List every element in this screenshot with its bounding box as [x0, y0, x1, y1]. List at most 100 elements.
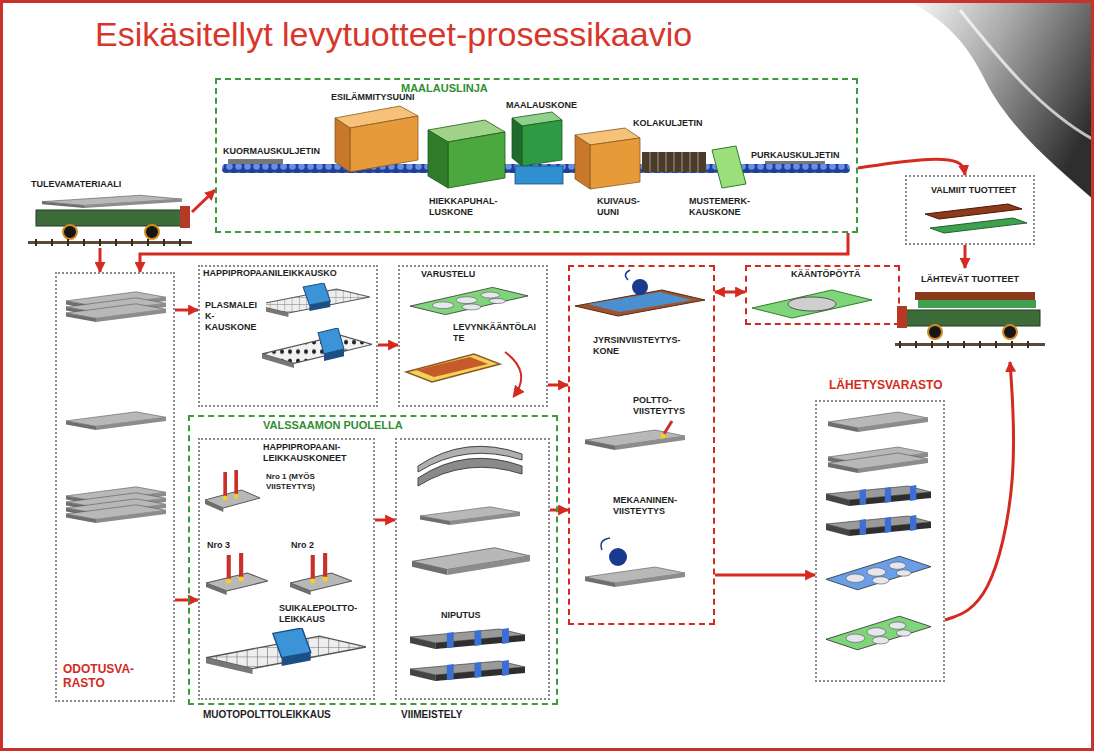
shipping-items — [826, 485, 931, 506]
stage-label: LÄHTEVÄT TUOTTEET — [920, 274, 1020, 285]
blasting-machine — [428, 130, 448, 188]
milling-machine — [632, 279, 648, 295]
rolling-mill-area: VALSSAAMON PUOLELLA HAPPIPROPAANI- LEIKKA… — [188, 415, 558, 705]
flow-arrow — [964, 245, 967, 268]
product-plates — [925, 204, 1027, 233]
bent-plate — [418, 458, 522, 486]
plate-turner — [416, 357, 488, 377]
train-wagon — [915, 292, 1035, 300]
flow-arrow — [715, 291, 745, 294]
flow-arrow — [945, 362, 1014, 620]
milling-machine — [609, 548, 627, 566]
outfitting-area: VARUSTELULEVYNKÄÄNTÖLAI TE — [398, 265, 548, 407]
shipping-items — [828, 453, 928, 473]
torch-machine — [290, 553, 352, 595]
shipping-items — [826, 556, 931, 590]
train-wagon — [36, 210, 186, 226]
train-wagon — [1003, 325, 1017, 339]
stage-label: PURKAUSKULJETIN — [750, 150, 841, 161]
plate-stack — [66, 292, 166, 523]
milling-machine — [575, 270, 705, 587]
plate-turner — [406, 354, 500, 382]
painting-machine — [512, 118, 522, 166]
painting-machine — [522, 120, 562, 166]
stage-label: VALSSAAMON PUOLELLA — [262, 419, 404, 432]
milling-machine — [625, 270, 630, 280]
painting-line-area: MAALAUSLINJAKUORMAUSKULJETINESILÄMMITYSU… — [215, 78, 858, 233]
shipping-storage: LÄHETYSVARASTO — [815, 400, 945, 682]
stage-label: ODOTUSVA- RASTO — [62, 662, 146, 691]
plate-turner — [505, 352, 521, 396]
stage-label: Nro 3 — [206, 540, 231, 551]
stage-label: JYRSINVIISTEYTYS- KONE — [592, 335, 699, 357]
train-wagon — [145, 225, 159, 239]
preheat-oven — [335, 106, 418, 172]
stage-label: KUORMAUSKULJETIN — [222, 146, 321, 157]
corner-swirl — [905, 0, 1094, 200]
corner-swirl — [905, 0, 1094, 200]
train-wagon — [28, 195, 192, 246]
stage-label: NIPUTUS — [440, 610, 482, 621]
painting-machine — [512, 112, 563, 184]
outgoing-train: LÄHTEVÄT TUOTTEET — [895, 268, 1045, 362]
product-plates — [925, 204, 1022, 219]
train-wagon — [895, 343, 1045, 346]
area-heading: MUOTOPOLTTOLEIKKAUS — [202, 709, 332, 721]
plate-bundle — [420, 507, 520, 525]
plate-bundle — [410, 660, 525, 681]
slide-title: Esikäsitellyt levytuotteet-prosessikaavi… — [95, 14, 692, 55]
flow-arrow — [548, 384, 568, 387]
cutting-machine — [255, 283, 372, 368]
stage-label: KOLAKULJETIN — [632, 118, 704, 129]
flow-arrow — [192, 190, 215, 212]
blasting-machine — [428, 120, 505, 188]
milling-machine — [601, 538, 610, 550]
torch-machine — [206, 553, 268, 595]
incoming-train: TULEVAMATERIAALI — [28, 176, 192, 248]
stage-label: SUIKALEPOLTTO- LEIKKAUS — [278, 603, 368, 625]
flow-arrow — [375, 519, 395, 522]
shape-cutting-area: HAPPIPROPAANI- LEIKKAUSKONEETNro 1 (MYÖS… — [198, 438, 375, 700]
milling-machine — [661, 434, 666, 439]
plate-stack — [66, 304, 166, 322]
milling-machine — [585, 567, 685, 587]
train-wagon — [36, 239, 180, 246]
plate-stack — [66, 412, 166, 430]
stage-label: KÄÄNTÖPÖYTÄ — [790, 269, 862, 280]
cutting-machine — [262, 328, 372, 368]
train-wagon — [180, 206, 190, 228]
flow-arrow — [99, 248, 102, 272]
train-wagon — [900, 341, 1028, 348]
stage-label: MUSTEMERK- KAUSKONE — [688, 196, 762, 218]
preheat-oven — [350, 116, 418, 172]
cutting-area: HAPPIPROPAANILEIKKAUSKO PLASMALEI K- KAUS… — [198, 265, 378, 407]
stage-label: HIEKKAPUHAL- LUSKONE — [428, 196, 510, 218]
shipping-items — [826, 515, 931, 536]
chain-conveyor — [642, 152, 706, 172]
plate-bundle — [412, 548, 530, 575]
stage-label: HAPPIPROPAANILEIKKAUSKO — [202, 268, 338, 279]
stage-label: VALMIIT TUOTTEET — [930, 185, 1017, 196]
flow-arrow — [175, 599, 198, 602]
stage-label: HAPPIPROPAANI- LEIKKAUSKONEET — [262, 442, 356, 464]
torch-machine — [205, 470, 366, 674]
plate-turner — [406, 352, 521, 396]
blasting-machine — [448, 132, 505, 188]
stage-label: PLASMALEI K- KAUSKONE — [204, 300, 266, 332]
stage-label: ESILÄMMITYSUUNI — [330, 92, 416, 103]
bevelling-area: JYRSINVIISTEYTYS- KONEPOLTTO- VIISTEYTYS… — [568, 265, 715, 625]
cutting-machine — [255, 283, 370, 317]
area-heading: LÄHETYSVARASTO — [828, 378, 944, 392]
outfitting-plate — [410, 287, 528, 314]
flow-arrow — [175, 309, 198, 312]
shipping-items — [826, 412, 931, 650]
stage-label: Nro 2 — [290, 540, 315, 551]
train-wagon — [63, 225, 77, 239]
stage-label: VARUSTELU — [420, 269, 476, 280]
turntable — [752, 290, 872, 318]
conveyor-line — [228, 159, 283, 164]
bent-plate — [418, 446, 522, 486]
marking-machine — [712, 146, 746, 188]
